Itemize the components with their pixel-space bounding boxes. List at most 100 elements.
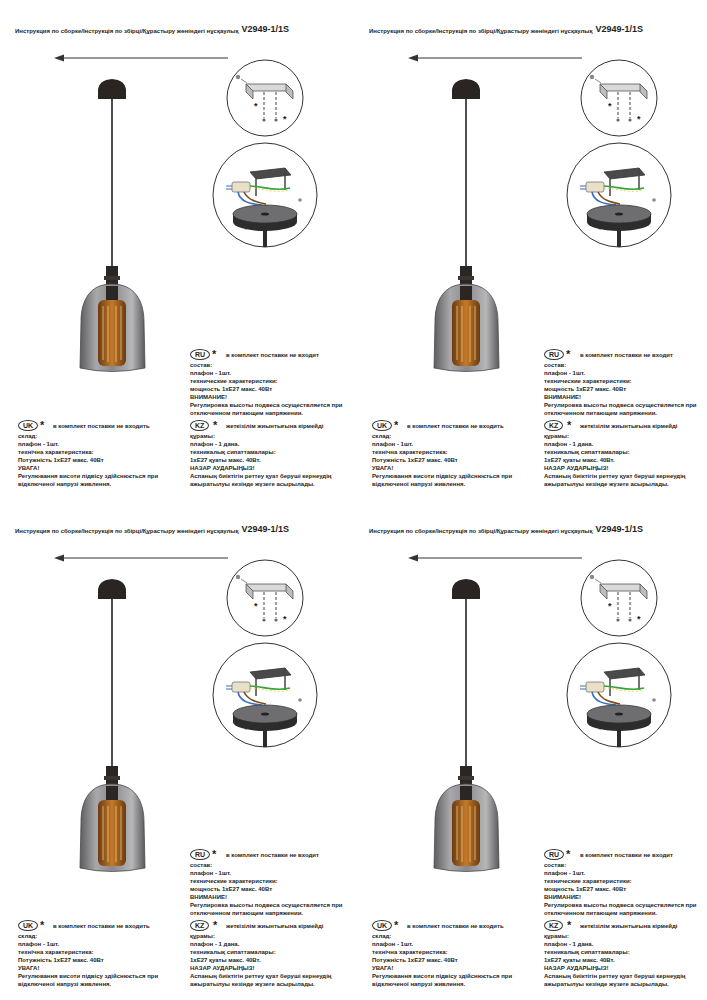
spec-text: состав: [544, 361, 702, 369]
spec-text: Регулировка высоты подвеса осуществляетс… [190, 901, 348, 917]
text-slot: состав: [190, 861, 348, 869]
not-included-mark: * [608, 601, 612, 612]
text-slot: мощность 1xE27 макс. 40Вт [544, 885, 702, 893]
text-slot: склад: [18, 932, 176, 940]
text-slot: УВАГА! [372, 964, 530, 972]
spec-text: технические характеристики: [190, 377, 348, 385]
not-included-mark: * [566, 348, 570, 361]
spec-text: технические характеристики: [544, 877, 702, 885]
not-included-mark: * [394, 419, 398, 432]
spec-text: Регулировка высоты подвеса осуществляетс… [544, 901, 702, 917]
spec-text: плафон - 1шт. [18, 440, 176, 448]
language-code: UK [377, 421, 387, 430]
lamp-illustration [54, 555, 317, 872]
text-slot: Инструкция по сборке/Інструкція по збірц… [369, 527, 592, 535]
spec-text: плафон - 1шт. [372, 940, 530, 948]
text-slot: * [283, 114, 287, 125]
text-slot: в комплект поставки не входить [53, 422, 150, 430]
language-badge: UK [372, 420, 392, 431]
spec-text: техникалық сипаттамалары: [544, 448, 702, 456]
not-included-mark: * [40, 419, 44, 432]
text-slot: УВАГА! [18, 964, 176, 972]
not-included-mark: * [283, 114, 287, 125]
text-slot: * [637, 114, 641, 125]
language-code: KZ [549, 921, 558, 930]
spec-text: УВАГА! [18, 964, 176, 972]
text-slot: плафон - 1шт. [372, 440, 530, 448]
text-slot: состав: [544, 361, 702, 369]
spec-text: плафон - 1шт. [544, 369, 702, 377]
model-number: V2949-1/1S [595, 524, 643, 535]
text-slot: * [608, 601, 612, 612]
lamp-illustration [54, 55, 317, 372]
spec-text: техникалық сипаттамалары: [190, 948, 348, 956]
language-badge: KZ [190, 420, 209, 431]
text-slot: мощность 1xE27 макс. 40Вт [190, 385, 348, 393]
note-text: в комплект поставки не входит [580, 351, 673, 359]
spec-text: техникалық сипаттамалары: [544, 948, 702, 956]
spec-text: Регулювання висоти підвісу здійснюється … [372, 972, 530, 988]
note-text: в комплект поставки не входить [53, 422, 150, 430]
spec-text: плафон - 1 дана. [544, 440, 702, 448]
text-slot: Аспаның биіктігін реттеу қуат беруші кер… [190, 972, 348, 988]
spec-text: құрамы: [544, 432, 702, 440]
text-slot: технические характеристики: [544, 877, 702, 885]
text-slot: УВАГА! [18, 464, 176, 472]
text-slot: Аспаның биіктігін реттеу қуат беруші кер… [190, 472, 348, 488]
text-slot: техникалық сипаттамалары: [190, 948, 348, 956]
text-slot: Регулировка высоты подвеса осуществляетс… [190, 901, 348, 917]
spec-text: ВНИМАНИЕ! [544, 893, 702, 901]
text-slot: НАЗАР АУДАРЫҢЫЗ! [190, 464, 348, 472]
not-included-mark: * [213, 419, 217, 432]
not-included-mark: * [567, 919, 571, 932]
text-slot: плафон - 1шт. [372, 940, 530, 948]
text-slot: плафон - 1шт. [190, 369, 348, 377]
text-slot: технічна характеристика: [372, 948, 530, 956]
text-slot: Потужність 1xE27 макс. 40Вт [18, 956, 176, 964]
not-included-mark: * [608, 101, 612, 112]
language-badge: UK [372, 920, 392, 931]
text-slot: V2949-1/1S [595, 524, 643, 535]
language-code: RU [195, 850, 205, 859]
text-slot: * [212, 348, 216, 361]
model-number: V2949-1/1S [241, 524, 289, 535]
spec-text: плафон - 1шт. [190, 869, 348, 877]
spec-text: Потужність 1xE27 макс. 40Вт [372, 956, 530, 964]
spec-text: плафон - 1шт. [372, 440, 530, 448]
spec-text: 1xE27 қуаты макс. 40Вт. [190, 956, 348, 964]
language-code: KZ [195, 921, 204, 930]
spec-text: НАЗАР АУДАРЫҢЫЗ! [544, 464, 702, 472]
text-slot: ВНИМАНИЕ! [190, 893, 348, 901]
language-code: UK [23, 921, 33, 930]
not-included-mark: * [212, 348, 216, 361]
language-badge: RU [190, 849, 210, 860]
language-code: KZ [195, 421, 204, 430]
text-slot: құрамы: [190, 432, 348, 440]
spec-text: ВНИМАНИЕ! [190, 893, 348, 901]
language-badge: KZ [190, 920, 209, 931]
text-slot: технические характеристики: [190, 377, 348, 385]
language-code: UK [377, 921, 387, 930]
spec-text: склад: [18, 932, 176, 940]
language-code: UK [23, 421, 33, 430]
text-slot: * [637, 614, 641, 625]
spec-text: НАЗАР АУДАРЫҢЫЗ! [190, 964, 348, 972]
language-badge: RU [544, 849, 564, 860]
text-slot: Инструкция по сборке/Інструкція по збірц… [15, 27, 238, 35]
text-slot: технические характеристики: [190, 877, 348, 885]
text-slot: * [254, 101, 258, 112]
text-slot: плафон - 1 дана. [190, 440, 348, 448]
text-slot: плафон - 1шт. [544, 869, 702, 877]
sheet-title: Инструкция по сборке/Інструкція по збірц… [15, 527, 238, 535]
sheet-title: Инструкция по сборке/Інструкція по збірц… [369, 27, 592, 35]
text-slot: состав: [544, 861, 702, 869]
language-badge: KZ [544, 420, 563, 431]
spec-text: НАЗАР АУДАРЫҢЫЗ! [190, 464, 348, 472]
text-slot: УВАГА! [372, 464, 530, 472]
text-slot: * [40, 919, 44, 932]
spec-text: технічна характеристика: [18, 948, 176, 956]
not-included-mark: * [212, 848, 216, 861]
text-slot: * [394, 919, 398, 932]
text-slot: 1xE27 қуаты макс. 40Вт. [544, 956, 702, 964]
